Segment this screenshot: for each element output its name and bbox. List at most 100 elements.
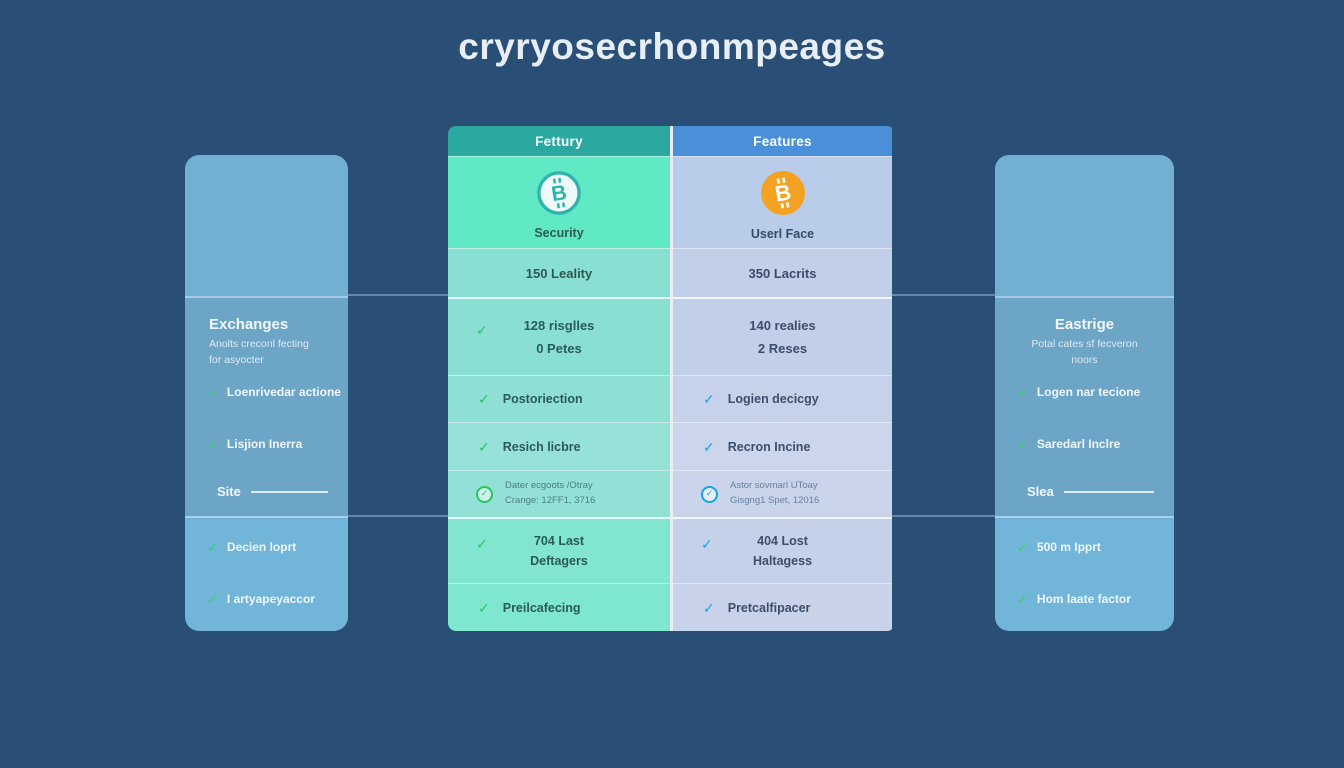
feature-label: Resich licbre: [502, 439, 581, 454]
card-section-middle: [185, 296, 348, 516]
feature-cell: Logien decicgy: [673, 375, 892, 422]
icon-cell: B Userl Face: [673, 156, 892, 248]
feature-cell: Recron Incine: [673, 422, 892, 470]
metric-cell: 140 realies 2 Reses: [673, 297, 892, 375]
check-icon: [703, 601, 715, 615]
check-icon: [478, 440, 490, 454]
site-underline: [1063, 490, 1154, 493]
check-icon: [1017, 438, 1028, 451]
card-section-top: [185, 155, 348, 296]
right-card-title: Eastrige: [1054, 316, 1115, 333]
feature-cell: Resich licbre: [448, 422, 670, 470]
card-section-bottom: [185, 516, 348, 631]
note-text: Dater ecgoots /Otray Crange: 12FF1, 3716: [505, 479, 595, 508]
left-card-item: Loenrivedar actione: [207, 385, 344, 399]
comparison-table: Fettury B Security 150 Leality 128 risgl…: [448, 126, 895, 631]
table-column-right: Features B Userl Face 350 Lacrits 140 re…: [670, 126, 892, 631]
right-card-item-label: Logen nar tecione: [1036, 385, 1141, 399]
card-section-bottom: [995, 516, 1174, 631]
stat-cell: 150 Leality: [448, 248, 670, 297]
check-icon: [207, 541, 218, 554]
right-card-subtitle-line1: Potal cates sf fecveron: [1031, 338, 1138, 350]
note-text: Astor sovmarl UToay Gisgng1 Spet, 12016: [730, 479, 819, 508]
left-card-item: Decien loprt: [207, 540, 344, 554]
check-icon: [207, 386, 218, 399]
metric-line1: 128 risglles: [523, 318, 595, 333]
left-card-item: I artyapeyaccor: [207, 592, 344, 606]
stat2-cell: 404 Lost Haltagess: [673, 517, 892, 583]
check-icon: [703, 392, 715, 406]
check-icon: [207, 438, 218, 451]
left-card-subtitle-line2: for asyocter: [209, 354, 264, 367]
column-header: Fettury: [448, 126, 670, 156]
stat2-line2: Deftagers: [530, 554, 588, 568]
right-card-item: Saredarl Inclre: [1017, 437, 1170, 451]
check-icon: [478, 392, 490, 406]
circled-check-icon: [476, 485, 493, 503]
icon-cell: B Security: [448, 156, 670, 248]
feature-label: Preilcafecing: [502, 600, 581, 615]
right-card-item-label: Saredarl Inclre: [1036, 437, 1121, 451]
left-card-item-label: Loenrivedar actione: [226, 385, 341, 399]
check-icon: [476, 323, 488, 337]
feature-label: Recron Incine: [727, 439, 811, 454]
svg-text:B: B: [550, 181, 569, 206]
check-icon: [701, 537, 713, 551]
check-icon: [207, 593, 218, 606]
left-card-item-label: I artyapeyaccor: [226, 592, 315, 606]
svg-text:B: B: [773, 179, 793, 206]
feature-cell: Preilcafecing: [448, 583, 670, 631]
metric-line2: 0 Petes: [536, 341, 582, 356]
right-card-item-label: 500 m Ipprt: [1036, 540, 1101, 554]
check-icon: [703, 440, 715, 454]
site-label: Site: [217, 484, 241, 499]
stat2-line2: Haltagess: [752, 554, 813, 568]
card-section-top: [995, 155, 1174, 296]
page-title: cryryosecrhonmpeages: [458, 26, 886, 67]
right-card-item: 500 m Ipprt: [1017, 540, 1170, 554]
circled-check-icon: [701, 485, 718, 503]
left-card-title: Exchanges: [209, 316, 289, 333]
note-line2: Gisgng1 Spet, 12016: [730, 495, 820, 506]
left-card-subtitle: Anolts creconl fecting for asyocter: [209, 336, 340, 369]
left-card-site-row: Site: [217, 484, 328, 499]
feature-label: Postoriection: [502, 392, 583, 406]
note-line1: Dater ecgoots /Otray: [505, 480, 593, 492]
check-icon: [1017, 386, 1028, 399]
right-card-subtitle-line2: noors: [1071, 354, 1098, 367]
right-card-subtitle: Potal cates sf fecveron noors: [1001, 336, 1168, 369]
icon-label: Userl Face: [750, 226, 815, 241]
bitcoin-orange-icon: B: [760, 170, 805, 215]
feature-cell: Pretcalfipacer: [673, 583, 892, 631]
table-column-left: Fettury B Security 150 Leality 128 risgl…: [448, 126, 670, 631]
feature-cell: Postoriection: [448, 375, 670, 422]
note-line1: Astor sovmarl UToay: [730, 480, 818, 492]
check-icon: [476, 537, 488, 551]
metric-line2: 2 Reses: [757, 341, 808, 356]
check-icon: [1017, 593, 1028, 606]
note-cell: Dater ecgoots /Otray Crange: 12FF1, 3716: [448, 470, 670, 517]
stat-cell: 350 Lacrits: [673, 248, 892, 297]
right-card-site-row: Slea: [1027, 484, 1154, 499]
check-icon: [1017, 541, 1028, 554]
left-card-item: Lisjion Inerra: [207, 437, 344, 451]
left-card-item-label: Lisjion Inerra: [226, 437, 303, 451]
site-label: Slea: [1027, 484, 1054, 499]
stat2-line1: 704 Last: [533, 534, 585, 548]
stat2-cell: 704 Last Deftagers: [448, 517, 670, 583]
right-card-item-label: Hom laate factor: [1036, 592, 1131, 606]
card-section-middle: [995, 296, 1174, 516]
right-card-item: Hom laate factor: [1017, 592, 1170, 606]
bitcoin-teal-icon: B: [537, 170, 581, 215]
left-card-item-label: Decien loprt: [226, 540, 297, 554]
metric-cell: 128 risglles 0 Petes: [448, 297, 670, 375]
right-card-item: Logen nar tecione: [1017, 385, 1170, 399]
note-line2: Crange: 12FF1, 3716: [505, 495, 596, 506]
feature-label: Pretcalfipacer: [727, 600, 811, 615]
stat2-line1: 404 Lost: [757, 534, 808, 548]
right-side-card: Eastrige Potal cates sf fecveron noors L…: [995, 155, 1174, 631]
feature-label: Logien decicgy: [727, 392, 819, 406]
metric-line1: 140 realies: [749, 318, 816, 333]
left-side-card: Exchanges Anolts creconl fecting for asy…: [185, 155, 348, 631]
